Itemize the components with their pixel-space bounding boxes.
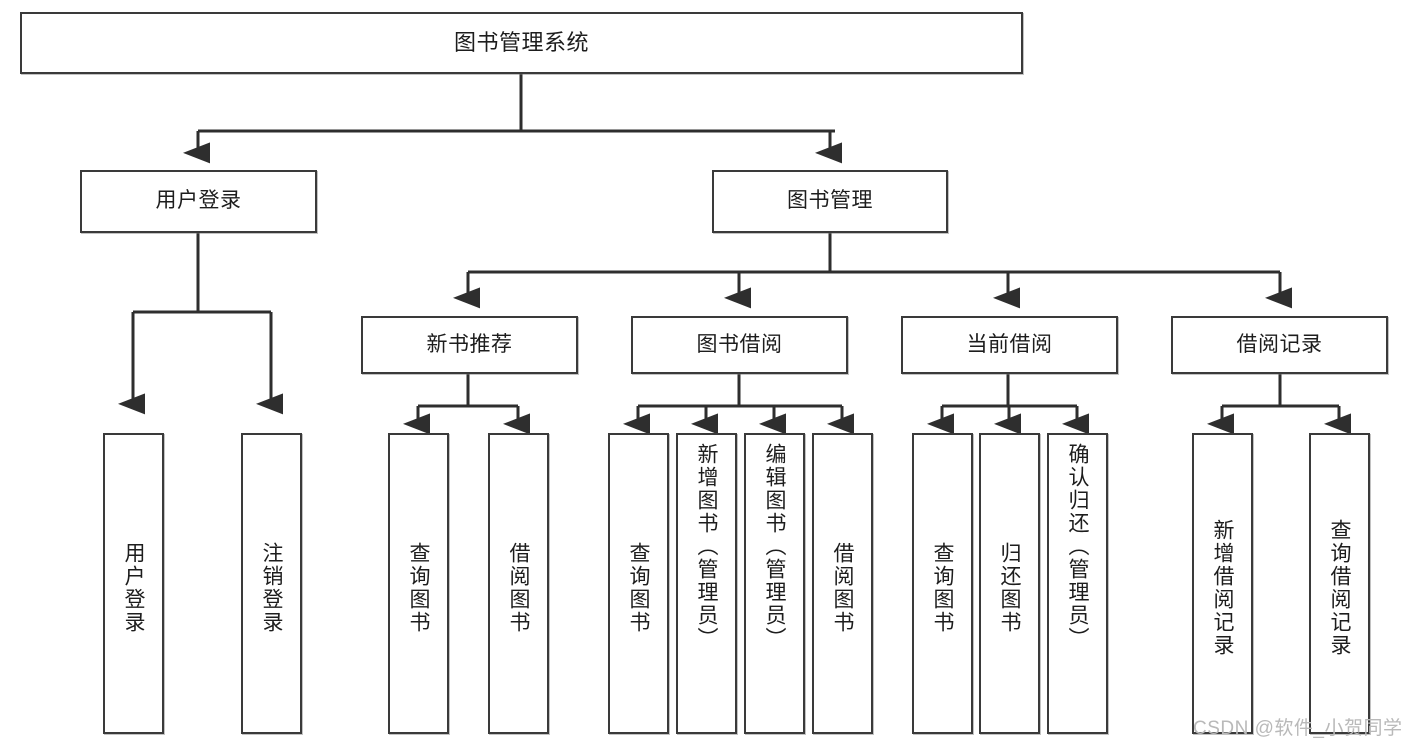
node-label: 借阅图书 xyxy=(831,541,854,634)
leaf-borrow-record-query[interactable]: 查询借阅记录 xyxy=(1309,433,1370,734)
node-label: 归还图书 xyxy=(998,541,1021,634)
leaf-book-borrow-edit[interactable]: 编辑图书（管理员） xyxy=(744,433,805,734)
leaf-book-borrow-borrow[interactable]: 借阅图书 xyxy=(812,433,873,734)
node-borrow-records[interactable]: 借阅记录 xyxy=(1171,316,1388,374)
node-user-login[interactable]: 用户登录 xyxy=(80,170,317,233)
leaf-new-book-query[interactable]: 查询图书 xyxy=(388,433,449,734)
leaf-new-book-borrow[interactable]: 借阅图书 xyxy=(488,433,549,734)
leaf-borrow-record-add[interactable]: 新增借阅记录 xyxy=(1192,433,1253,734)
leaf-user-login-logout[interactable]: 注销登录 xyxy=(241,433,302,734)
node-new-book-recommend[interactable]: 新书推荐 xyxy=(361,316,578,374)
node-book-management[interactable]: 图书管理 xyxy=(712,170,948,233)
node-label: 借阅图书 xyxy=(507,541,530,634)
node-label: 用户登录 xyxy=(155,189,242,213)
leaf-current-borrow-return[interactable]: 归还图书 xyxy=(979,433,1040,734)
node-label: 借阅记录 xyxy=(1236,332,1323,356)
node-root-system[interactable]: 图书管理系统 xyxy=(20,12,1023,74)
node-label: 查询图书 xyxy=(407,541,430,634)
node-label: 注销登录 xyxy=(260,541,283,634)
node-label: 查询借阅记录 xyxy=(1328,518,1351,657)
csdn-watermark: CSDN @软件_小贺同学 xyxy=(1193,718,1403,739)
leaf-current-borrow-confirm[interactable]: 确认归还（管理员） xyxy=(1047,433,1108,734)
node-label: 新书推荐 xyxy=(426,332,513,356)
node-book-borrow[interactable]: 图书借阅 xyxy=(631,316,848,374)
node-label: 用户登录 xyxy=(122,541,145,634)
node-label: 查询图书 xyxy=(627,541,650,634)
node-current-borrow[interactable]: 当前借阅 xyxy=(901,316,1118,374)
node-label: 图书管理 xyxy=(787,189,873,213)
leaf-current-borrow-query[interactable]: 查询图书 xyxy=(912,433,973,734)
node-label: 查询图书 xyxy=(931,541,954,634)
leaf-user-login-login[interactable]: 用户登录 xyxy=(103,433,164,734)
node-label: 图书管理系统 xyxy=(453,30,589,56)
leaf-book-borrow-query[interactable]: 查询图书 xyxy=(608,433,669,734)
node-label: 新增借阅记录 xyxy=(1211,518,1234,657)
node-label: 编辑图书（管理员） xyxy=(763,443,786,650)
node-label: 确认归还（管理员） xyxy=(1066,443,1089,650)
node-label: 图书借阅 xyxy=(696,332,783,356)
leaf-book-borrow-add[interactable]: 新增图书（管理员） xyxy=(676,433,737,734)
node-label: 当前借阅 xyxy=(966,332,1053,356)
node-label: 新增图书（管理员） xyxy=(695,443,718,650)
